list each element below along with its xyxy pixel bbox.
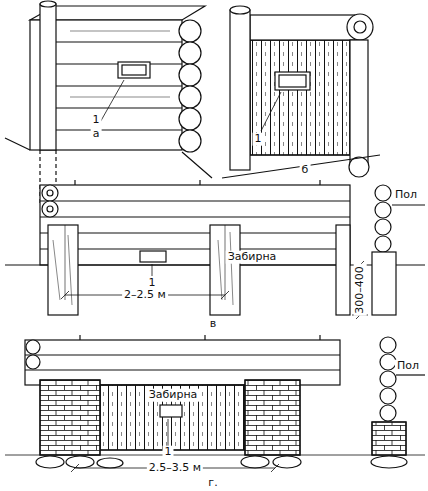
part-label: Забирна bbox=[147, 389, 200, 402]
dimension-label: 2–2.5 м bbox=[122, 289, 168, 302]
panel-letter: а bbox=[91, 128, 102, 141]
part-label: Пол bbox=[395, 360, 421, 373]
dimension-label: 300–400 bbox=[354, 264, 367, 316]
callout-number: 1 bbox=[91, 114, 102, 127]
board-wall-b bbox=[222, 6, 380, 178]
panel-letter: б bbox=[300, 164, 311, 177]
callout-number: 1 bbox=[253, 133, 264, 146]
part-label: Забирна bbox=[226, 251, 279, 264]
log-wall-posts-c bbox=[5, 180, 425, 319]
log-wall-brick-d bbox=[5, 335, 425, 472]
panel-letter: г. bbox=[206, 477, 219, 490]
callout-number: 1 bbox=[147, 277, 158, 290]
dimension-label: 2.5–3.5 м bbox=[147, 462, 203, 475]
log-wall-a bbox=[5, 1, 212, 205]
callout-number: 1 bbox=[163, 446, 174, 459]
part-label: Пол bbox=[393, 189, 419, 202]
panel-letter: в bbox=[208, 318, 218, 331]
